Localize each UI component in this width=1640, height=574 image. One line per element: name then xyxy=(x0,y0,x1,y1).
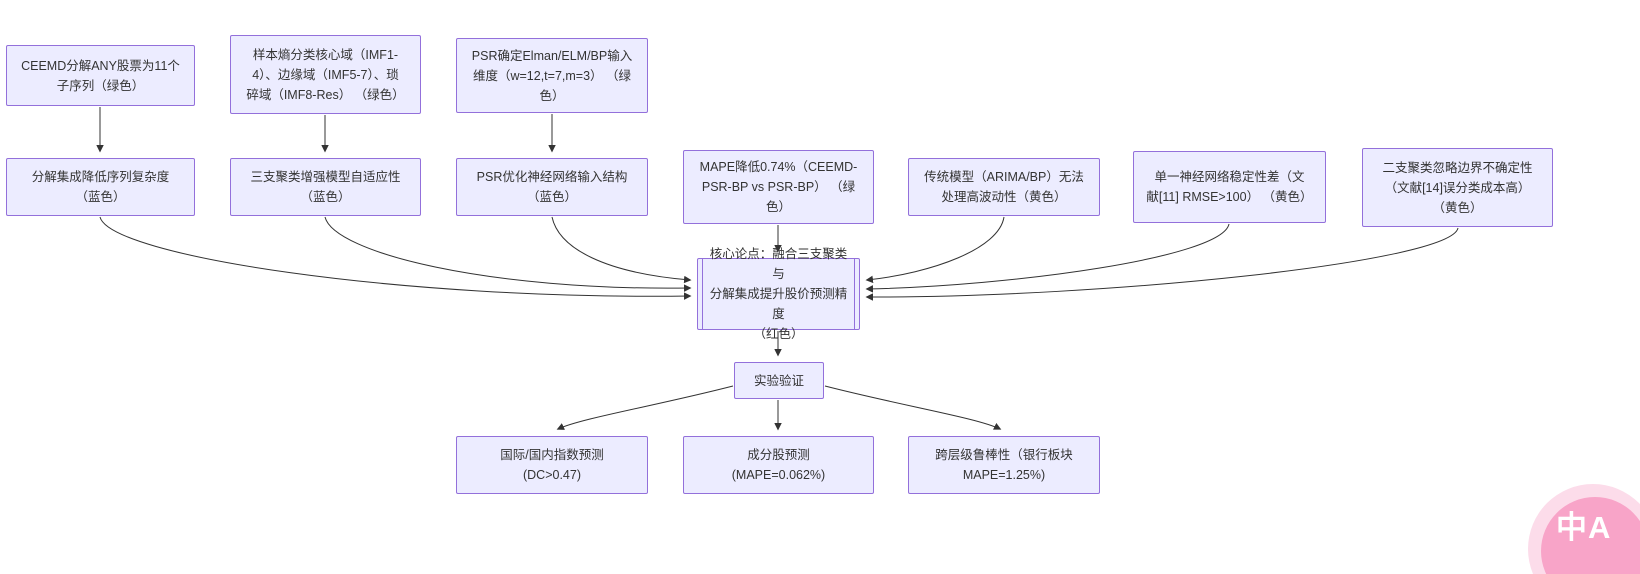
node-label: 国际/国内指数预测 (DC>0.47) xyxy=(500,448,604,482)
edge-twoway-core xyxy=(865,227,1459,301)
node-experiment-validation: 实验验证 xyxy=(734,362,824,399)
node-ceemd-decomposition: CEEMD分解ANY股票为11个 子序列（绿色） xyxy=(6,45,195,106)
node-decomposition-benefit: 分解集成降低序列复杂度 （蓝色） xyxy=(6,158,195,216)
node-sample-entropy: 样本熵分类核心域（IMF1- 4）、边缘域（IMF5-7）、琐 碎域（IMF8-… xyxy=(230,35,421,114)
node-index-prediction: 国际/国内指数预测 (DC>0.47) xyxy=(456,436,648,494)
edge-exp-index xyxy=(556,385,734,430)
node-component-stock-prediction: 成分股预测 (MAPE=0.062%) xyxy=(683,436,874,494)
node-label: 实验验证 xyxy=(753,373,804,388)
node-label: 二支聚类忽略边界不确定性 （文献[14]误分类成本高） （黄色） xyxy=(1382,160,1533,215)
node-core-claim: 核心论点：融合三支聚类与 分解集成提升股价预测精度 （红色） xyxy=(697,247,860,341)
node-single-nn-limit: 单一神经网络稳定性差（文 献[11] RMSE>100） （黄色） xyxy=(1133,151,1326,223)
edge-threeway-core xyxy=(324,216,692,292)
node-twoway-clustering-limit: 二支聚类忽略边界不确定性 （文献[14]误分类成本高） （黄色） xyxy=(1362,148,1553,227)
node-label: 样本熵分类核心域（IMF1- 4）、边缘域（IMF5-7）、琐 碎域（IMF8-… xyxy=(246,47,405,102)
edge-trad-core xyxy=(865,216,1005,284)
edge-single-core xyxy=(865,223,1230,293)
edge-decomp-core xyxy=(99,216,692,300)
node-label: 核心论点：融合三支聚类与 分解集成提升股价预测精度 （红色） xyxy=(709,247,848,341)
node-label: 跨层级鲁棒性（银行板块 MAPE=1.25%) xyxy=(935,448,1073,482)
node-psr-benefit: PSR优化神经网络输入结构 （蓝色） xyxy=(456,158,648,216)
node-label: MAPE降低0.74%（CEEMD- PSR-BP vs PSR-BP） （绿 … xyxy=(699,160,858,214)
node-label: 传统模型（ARIMA/BP）无法 处理高波动性（黄色） xyxy=(924,170,1084,204)
edge-exp-robust xyxy=(824,385,1002,430)
node-cross-level-robustness: 跨层级鲁棒性（银行板块 MAPE=1.25%) xyxy=(908,436,1100,494)
node-label: 单一神经网络稳定性差（文 献[11] RMSE>100） （黄色） xyxy=(1146,170,1313,204)
node-psr-dimensions: PSR确定Elman/ELM/BP输入 维度（w=12,t=7,m=3） （绿 … xyxy=(456,38,648,113)
node-label: 成分股预测 (MAPE=0.062%) xyxy=(731,448,826,482)
node-label: 三支聚类增强模型自适应性 （蓝色） xyxy=(250,170,401,204)
node-label: CEEMD分解ANY股票为11个 子序列（绿色） xyxy=(21,58,180,93)
node-traditional-model-limit: 传统模型（ARIMA/BP）无法 处理高波动性（黄色） xyxy=(908,158,1100,216)
translate-icon[interactable]: 中A xyxy=(1556,510,1612,545)
node-threeway-clustering-benefit: 三支聚类增强模型自适应性 （蓝色） xyxy=(230,158,421,216)
node-mape-improvement: MAPE降低0.74%（CEEMD- PSR-BP vs PSR-BP） （绿 … xyxy=(683,150,874,224)
node-label: 分解集成降低序列复杂度 （蓝色） xyxy=(31,170,170,204)
edge-psropt-core xyxy=(551,216,692,284)
node-label: PSR确定Elman/ELM/BP输入 维度（w=12,t=7,m=3） （绿 … xyxy=(471,48,633,103)
node-label: PSR优化神经网络输入结构 （蓝色） xyxy=(476,170,628,204)
